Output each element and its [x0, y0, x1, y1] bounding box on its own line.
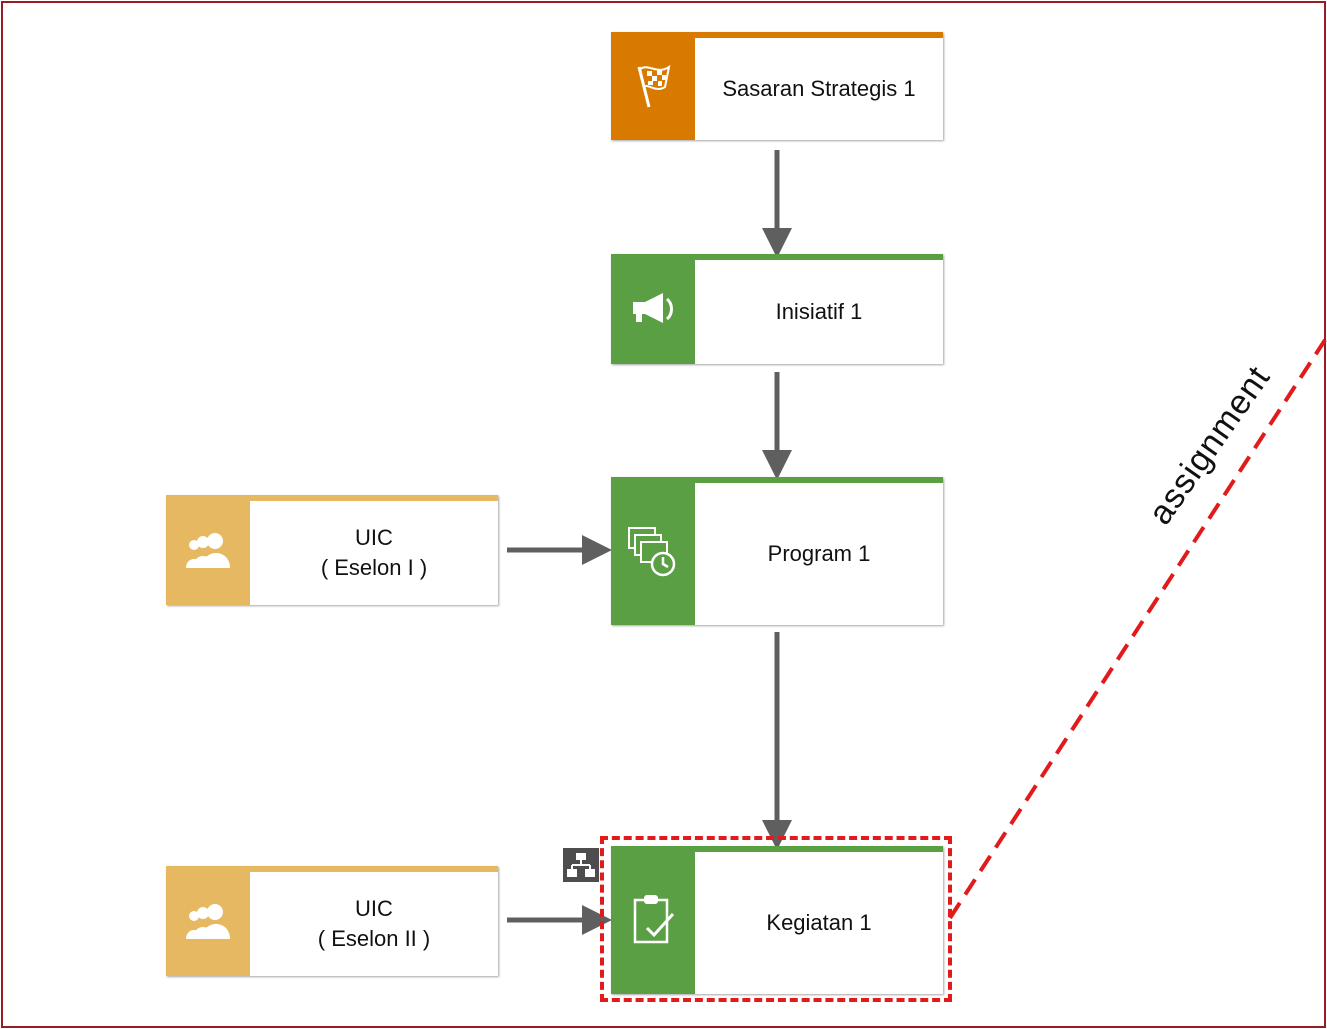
checkered-flag-icon	[611, 32, 695, 140]
node-sasaran-strategis[interactable]: Sasaran Strategis 1	[611, 32, 943, 140]
node-label: Inisiatif 1	[775, 299, 863, 324]
clipboard-check-icon	[611, 846, 695, 994]
node-label: UIC ( Eselon II )	[317, 896, 431, 951]
node-inisiatif[interactable]: Inisiatif 1	[611, 254, 943, 364]
node-kegiatan[interactable]: Kegiatan 1	[611, 846, 943, 994]
node-uic-eselon-1[interactable]: UIC ( Eselon I )	[166, 495, 498, 605]
people-group-icon	[166, 866, 250, 976]
org-chart-icon[interactable]	[563, 848, 599, 882]
node-uic-eselon-2[interactable]: UIC ( Eselon II )	[166, 866, 498, 976]
megaphone-icon	[611, 254, 695, 364]
assignment-highlight-box	[600, 836, 952, 1002]
node-label: UIC ( Eselon I )	[320, 525, 428, 580]
node-label: Kegiatan 1	[766, 910, 872, 935]
node-label: Sasaran Strategis 1	[722, 76, 916, 101]
stacked-folders-clock-icon	[611, 477, 695, 625]
node-label: Program 1	[767, 541, 871, 566]
node-program[interactable]: Program 1	[611, 477, 943, 625]
people-group-icon	[166, 495, 250, 605]
assignment-dashed-line	[948, 338, 1327, 920]
